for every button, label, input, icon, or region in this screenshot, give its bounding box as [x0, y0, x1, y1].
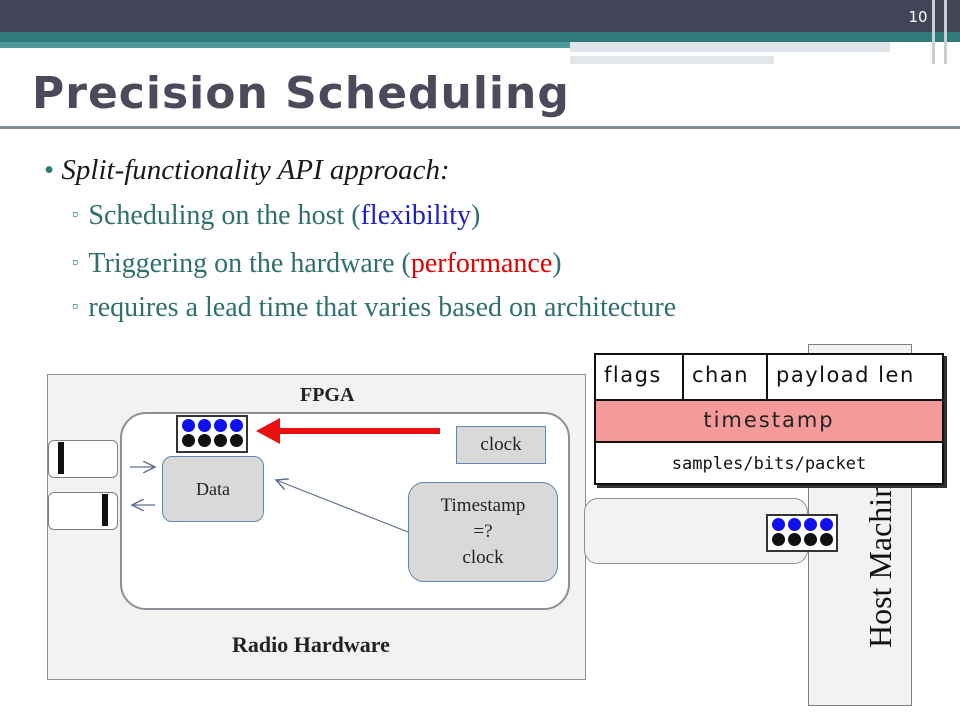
highlight-performance: performance [410, 248, 553, 279]
bullet-main-text: Split-functionality API approach: [61, 154, 450, 186]
sub-bullet-marker-icon: ▫ [72, 204, 79, 224]
clock-block: clock [456, 426, 546, 464]
port-indicator [58, 442, 64, 474]
sub-bullet-text: ) [552, 248, 562, 279]
fpga-label: FPGA [300, 384, 355, 406]
title-divider [0, 126, 960, 129]
packet-field-payload-len: payload len [776, 363, 915, 387]
sample-buffer-icon [766, 514, 838, 552]
arrow-timestamp-to-data [276, 480, 409, 533]
header-bar-light [570, 42, 890, 52]
header-vertical-stripe [944, 0, 947, 64]
slide-number: 10 [908, 8, 928, 26]
sub-bullet-lead-time: ▫ requires a lead time that varies based … [72, 292, 676, 324]
sub-bullet-text: requires a lead time that varies based o… [88, 292, 677, 323]
highlight-flexibility: flexibility [360, 200, 472, 231]
bullet-main: • Split-functionality API approach: [44, 154, 450, 187]
radio-hardware-label: Radio Hardware [232, 632, 390, 657]
timestamp-line: clock [462, 547, 504, 568]
sub-bullet-text: ) [471, 200, 481, 231]
bullet-dot-icon: • [44, 154, 55, 186]
sub-bullet-text: Triggering on the hardware ( [88, 248, 411, 279]
packet-field-samples: samples/bits/packet [671, 454, 867, 474]
timestamp-compare-block: Timestamp =? clock [408, 482, 558, 582]
header-vertical-stripe [932, 0, 935, 64]
header-bar-teal-secondary [0, 42, 570, 48]
data-block: Data [162, 456, 264, 522]
packet-field-timestamp: timestamp [596, 399, 942, 443]
timestamp-line: =? [473, 521, 493, 542]
timestamp-line: Timestamp [440, 495, 526, 516]
sample-buffer-icon [176, 415, 248, 453]
slide-title: Precision Scheduling [32, 68, 570, 119]
packet-field-flags: flags [596, 355, 684, 399]
red-arrow-head-icon [256, 418, 280, 444]
header-bar-teal [0, 32, 960, 42]
sub-bullet-marker-icon: ▫ [72, 296, 79, 316]
packet-header: flags chan payload len timestamp samples… [594, 353, 944, 485]
port-indicator [102, 494, 108, 526]
sub-bullet-marker-icon: ▫ [72, 252, 79, 272]
sub-bullet-text: Scheduling on the host ( [88, 200, 361, 231]
sub-bullet-triggering: ▫ Triggering on the hardware (performance… [72, 248, 562, 280]
packet-field-chan: chan [684, 355, 768, 399]
header-bar-light-secondary [570, 56, 774, 64]
sub-bullet-scheduling: ▫ Scheduling on the host (flexibility) [72, 200, 480, 232]
header-bar-dark [0, 0, 960, 34]
